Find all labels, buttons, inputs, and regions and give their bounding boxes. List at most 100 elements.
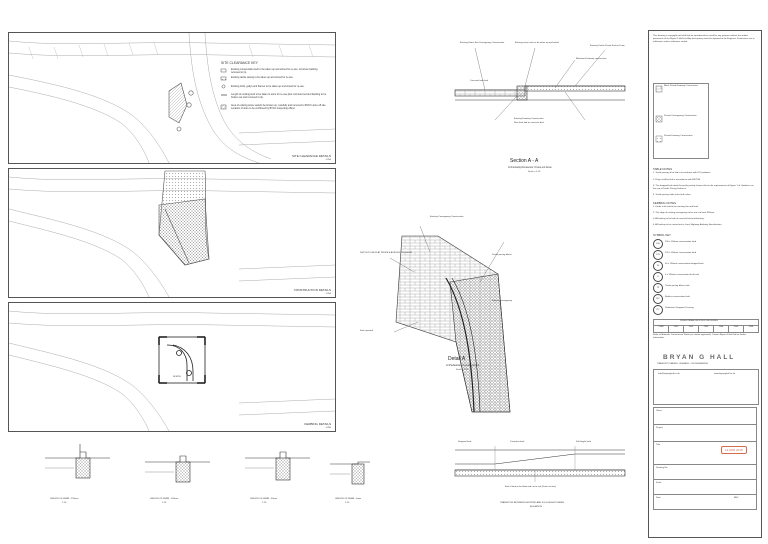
detail-callout-3: Tactile paving blister (492, 254, 512, 256)
section-callout-7: New kerb laid on concrete bed (514, 122, 544, 124)
field-label: Client (656, 410, 662, 412)
symbol-row: PC Pedestrian Dropped Crossing (653, 305, 757, 316)
legend-item-5: Area of existing stone setts/to be broke… (231, 104, 327, 110)
kerbing-note-1: 1. Kerbs to be laid to the existing line… (653, 206, 699, 208)
field-row: Scale (653, 479, 757, 494)
section-callout-3: Existing Tactile Paved Kerb to Drain (590, 45, 625, 47)
table-note-3: 3. The dropped kerb detail for tactile p… (653, 185, 754, 190)
detail-callout-1: Existing Carriageway Construction (430, 216, 464, 218)
site-clearance-title: SITE CLEARANCE DETAILS (292, 154, 331, 158)
kerbing-scale: 1:250 (325, 427, 331, 429)
symbol-badge: RC (653, 294, 663, 304)
site-clearance-scale: 1:250 (325, 159, 331, 161)
kerbing-notes-heading: KERBING NOTES (653, 201, 677, 205)
detail-callout-2: DEPTH TO BE FLAT PROFILE ACROSS CROSSING (360, 252, 413, 254)
table-note-4: 4. Tactile paving slabs to be buff colou… (653, 194, 692, 196)
key-item-2: Private Carriageway Construction (664, 115, 697, 117)
plan-site-clearance-drawing (8, 32, 336, 164)
kerb-section-2-scale: 1:10 (162, 502, 167, 504)
detail-a-subtitle: At Pedestrian Crossing Point (446, 364, 480, 367)
field-label: Project (656, 427, 663, 429)
section-callout-1: Existing Stone Sett Carriageway Construc… (460, 42, 505, 44)
crossing-table-row: CHW CH1 CH2 CH3 CH4 CH5 CH6 (654, 325, 758, 332)
kerb-section-3-title: LENGTH OF KERB - 50mm (250, 498, 278, 500)
crossing-cell: CH2 (684, 326, 699, 332)
title-block-panel: This drawing is copyright and shall not … (648, 30, 762, 538)
key-item-1: Block Paved Footway Construction (664, 85, 698, 87)
kerbing-north-label: NORTH (173, 376, 181, 378)
key-block: Block Paved Footway Construction Private… (653, 83, 709, 159)
kerb-section-1-scale: 1:10 (62, 502, 67, 504)
site-clearance-legend-heading: SITE CLEARANCE KEY (221, 61, 258, 65)
approval-stamp: 13 APR 2015 (721, 446, 747, 454)
crossing-cell: CH6 (748, 326, 754, 328)
company-subtitle: TRANSPORT PLANNING · HIGHWAYS · CIVIL EN… (657, 363, 708, 365)
kerb-section-3-scale: 1:10 (262, 502, 267, 504)
plan-kerbing-drawing (8, 310, 336, 432)
symbol-row: RC Radius conservation kerb (653, 294, 757, 305)
title-fields: Client Project Title Drawing No Scale Da… (653, 407, 757, 510)
field-row: Title (653, 441, 757, 464)
table-note-1: 1. Tactile paving to be laid in accordan… (653, 172, 712, 174)
field-row: Client (653, 407, 757, 424)
legend-item-2: Existing tactile paving to be taken up a… (231, 76, 294, 79)
symbol-badge: 125 (653, 250, 663, 260)
plan-construction-panel: CONSTRUCTION DETAILS 1:250 (8, 168, 336, 298)
section-title: Section A - A (510, 158, 539, 164)
symbol-key-heading: SYMBOL KEY (653, 233, 671, 237)
field-row: Project (653, 424, 757, 441)
field-row: Drawing No (653, 464, 757, 479)
copyright-note: This drawing is copyright and shall not … (653, 35, 755, 43)
section-aa-drawing (454, 47, 626, 121)
symbol-badge: PC (653, 305, 663, 315)
symbol-row: 125 125 x 150mm conservation kerb (653, 250, 757, 261)
crossing-cell: CH4 (714, 326, 729, 332)
symbol-text: Tactile paving blister slab (665, 285, 690, 287)
key-item-3: Private Footway Construction (664, 135, 693, 137)
field-label: Scale (656, 482, 662, 484)
detail-a-drawing (389, 225, 511, 413)
symbol-text: 0 x 150mm conservation flush kerb (665, 274, 699, 276)
transition-label-1: Dropped kerb (458, 441, 472, 443)
crossing-cell: CH1 (669, 326, 684, 332)
table-note-2: 2. Flags shall be laid in accordance wit… (653, 179, 701, 181)
plan-kerbing-panel: NORTH KERBING DETAILS 1:250 (8, 302, 336, 432)
detail-a-scale: Scale = 1:25 (456, 369, 469, 371)
kerb-section-4-scale: 1:10 (345, 502, 350, 504)
detail-a-title: Detail A (448, 356, 466, 362)
legend-item-1: Existing conservation kerb to be taken u… (231, 68, 318, 74)
section-callout-2: Existing stone setts to be taken up and … (515, 42, 559, 44)
kerbing-note-2: 2. The edge of existing carriageway to b… (653, 212, 715, 214)
field-label: Date (656, 497, 661, 499)
legend-item-4: Length of existing kerb to be taken to s… (231, 93, 327, 99)
crossing-cell: CH5 (729, 326, 744, 332)
construction-title: CONSTRUCTION DETAILS (293, 288, 331, 292)
symbol-badge: 50 (653, 261, 663, 271)
symbol-text: 100 x 150mm conservation kerb (665, 241, 697, 243)
field-label: Drawing No (656, 467, 668, 469)
footer-note: Refer to Materials Construction Works (o… (653, 334, 747, 339)
transition-note: End of kerb to be lifted and cut to suit… (505, 486, 556, 488)
section-callout-6: Existing Footway Construction (514, 118, 544, 120)
transition-label-3: Full height kerb (576, 441, 591, 443)
crossing-cell: CHW (654, 326, 669, 332)
construction-scale: 1:250 (325, 293, 331, 295)
kerbing-title: KERBING DETAILS (304, 422, 331, 426)
symbol-text: 50 x 150mm conservation dropped kerb (665, 263, 704, 265)
contact-block: info@bryanghall.co.uk www.bryanghall.co.… (653, 369, 759, 405)
field-label: Title (656, 444, 661, 446)
legend-item-3: Existing bolts, gullys and frames to be … (231, 85, 305, 88)
symbol-row: 100 100 x 150mm conservation kerb (653, 239, 757, 250)
symbol-list: 100 100 x 150mm conservation kerb 125 12… (653, 239, 757, 316)
kerb-section-4-title: LENGTH OF KERB - 0mm (335, 498, 361, 500)
section-callout-5: Concrete kerb bed (470, 80, 488, 82)
company-logo: BRYAN G HALL (663, 354, 736, 361)
symbol-text: 125 x 150mm conservation kerb (665, 252, 697, 254)
table-notes-heading: TABLE NOTES (653, 167, 673, 171)
symbol-row: 50 50 x 150mm conservation dropped kerb (653, 261, 757, 272)
transition-label-2: Transition kerb (510, 441, 525, 443)
company-website: www.bryanghall.co.uk (714, 373, 736, 375)
plan-construction-drawing (8, 170, 336, 298)
company-email: info@bryanghall.co.uk (658, 373, 680, 375)
